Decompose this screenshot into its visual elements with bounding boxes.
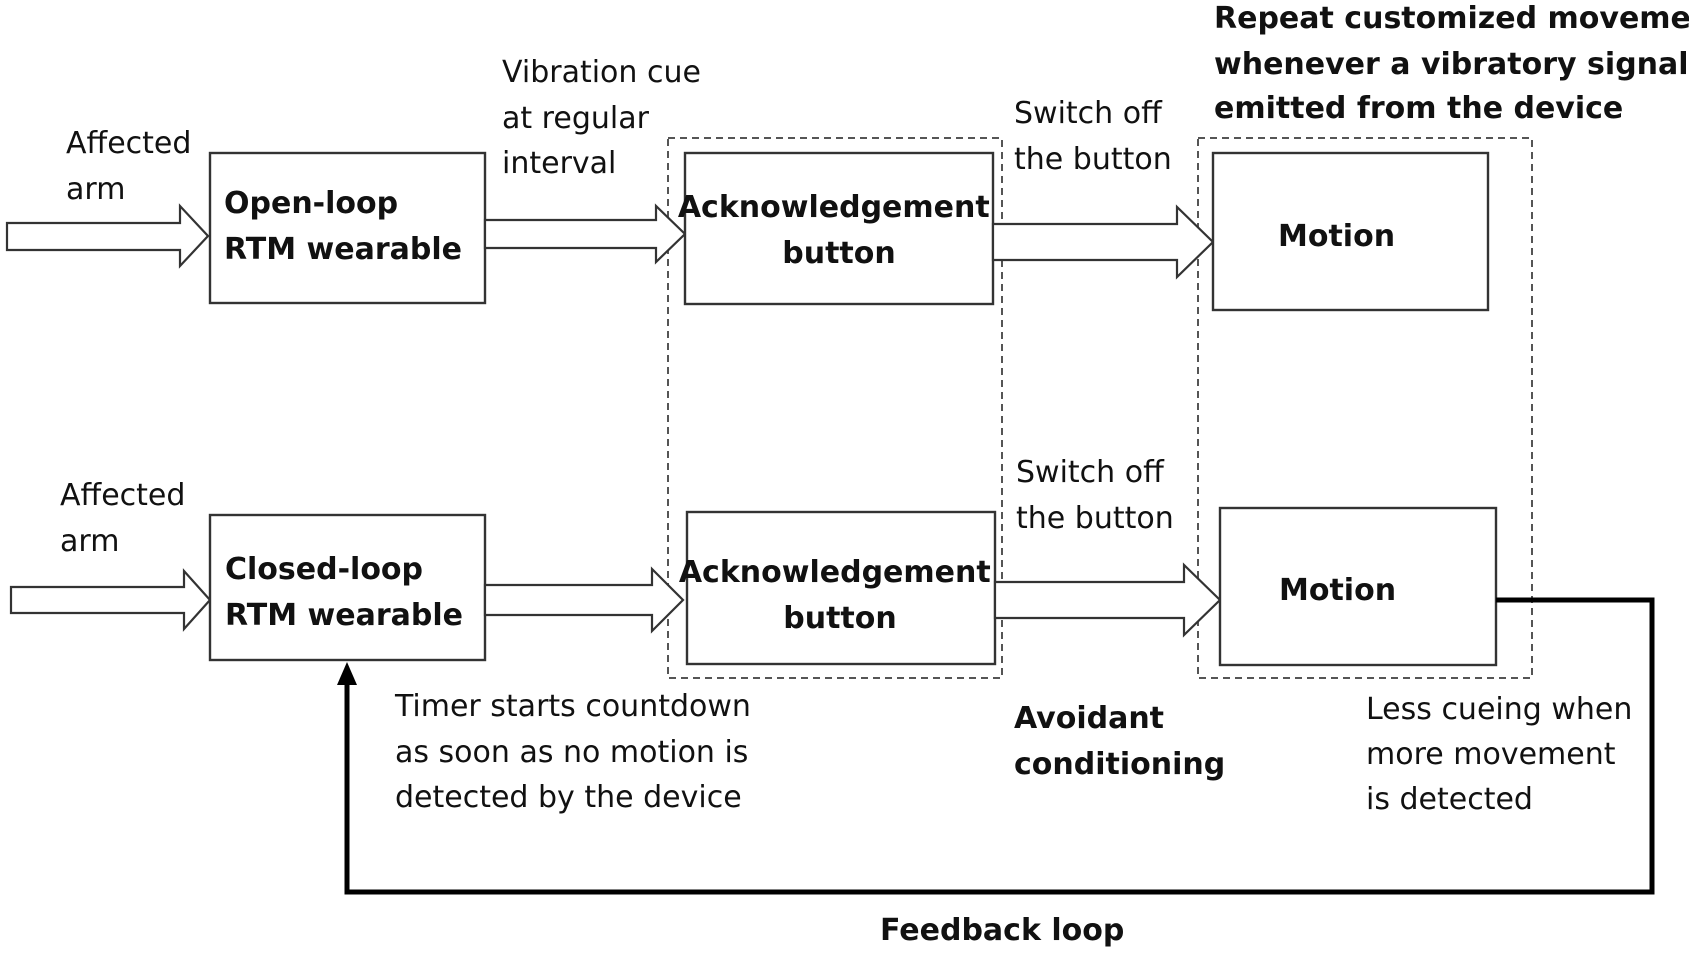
input-arrow-top	[5, 203, 210, 269]
less-cueing-line2: more movement	[1366, 737, 1616, 772]
affected-arm-bottom-label: Affected arm	[60, 478, 195, 559]
vibration-cue-line2: at regular	[502, 101, 650, 136]
open-loop-line1: Open-loop	[224, 186, 398, 221]
switch-off-top-line1: Switch off	[1014, 96, 1163, 131]
open-loop-label: Open-loop RTM wearable	[224, 186, 462, 267]
switch-off-top-line2: the button	[1014, 142, 1172, 177]
less-cueing-line1: Less cueing when	[1366, 692, 1632, 727]
ack-button-bottom-label: Acknowledgement button	[679, 555, 1001, 636]
vibration-cue-label: Vibration cue at regular interval	[502, 55, 710, 181]
switch-off-top-label: Switch off the button	[1014, 96, 1172, 177]
affected-arm-bottom-line2: arm	[60, 524, 119, 559]
repeat-movement-line2: whenever a vibratory signal is	[1214, 47, 1689, 82]
affected-arm-top-label: Affected arm	[66, 126, 201, 207]
avoidant-line1: Avoidant	[1014, 701, 1164, 736]
vibration-cue-line1: Vibration cue	[502, 55, 701, 90]
switch-off-bottom-label: Switch off the button	[1016, 455, 1174, 536]
repeat-movement-line3: emitted from the device	[1214, 91, 1623, 126]
motion-box-top	[1211, 151, 1490, 312]
ack-bottom-line1: Acknowledgement	[679, 555, 991, 590]
timer-line2: as soon as no motion is	[395, 735, 748, 770]
ack-button-top-label: Acknowledgement button	[678, 190, 1000, 271]
arrow-open-to-ack	[483, 203, 687, 265]
arrow-ack-to-motion-bottom	[993, 562, 1222, 638]
input-arrow-bottom	[9, 568, 212, 632]
timer-label: Timer starts countdown as soon as no mot…	[394, 689, 760, 815]
repeat-movement-line1: Repeat customized movement	[1214, 1, 1689, 36]
less-cueing-line3: is detected	[1366, 782, 1533, 817]
closed-loop-line2: RTM wearable	[225, 598, 463, 633]
motion-group-frame	[1197, 137, 1533, 679]
avoidant-conditioning-label: Avoidant conditioning	[1014, 701, 1225, 782]
timer-line1: Timer starts countdown	[394, 689, 751, 724]
arrow-closed-to-ack	[483, 566, 685, 634]
open-loop-line2: RTM wearable	[224, 232, 462, 267]
ack-button-box-top	[683, 151, 995, 306]
avoidant-line2: conditioning	[1014, 747, 1225, 782]
ack-top-line2: button	[782, 236, 895, 271]
motion-box-bottom	[1218, 506, 1498, 667]
arrow-ack-to-motion-top	[991, 204, 1215, 280]
repeat-movement-label: Repeat customized movement whenever a vi…	[1214, 1, 1689, 126]
closed-loop-label: Closed-loop RTM wearable	[225, 552, 463, 633]
affected-arm-top-line1: Affected	[66, 126, 191, 161]
feedback-loop-line	[344, 597, 1655, 895]
affected-arm-bottom-line1: Affected	[60, 478, 185, 513]
feedback-arrowhead	[337, 662, 357, 685]
switch-off-bottom-line2: the button	[1016, 501, 1174, 536]
feedback-loop-label: Feedback loop	[880, 913, 1124, 948]
motion-bottom-label: Motion	[1279, 573, 1396, 608]
ack-top-line1: Acknowledgement	[678, 190, 990, 225]
motion-top-label: Motion	[1278, 219, 1395, 254]
switch-off-bottom-line1: Switch off	[1016, 455, 1165, 490]
timer-line3: detected by the device	[395, 780, 742, 815]
less-cueing-label: Less cueing when more movement is detect…	[1366, 692, 1642, 817]
affected-arm-top-line2: arm	[66, 172, 125, 207]
closed-loop-line1: Closed-loop	[225, 552, 423, 587]
open-loop-box	[208, 151, 487, 305]
ack-button-box-bottom	[685, 510, 997, 666]
ack-bottom-line2: button	[783, 601, 896, 636]
vibration-cue-line3: interval	[502, 146, 616, 181]
closed-loop-box	[208, 513, 487, 662]
ack-group-frame	[667, 137, 1003, 679]
